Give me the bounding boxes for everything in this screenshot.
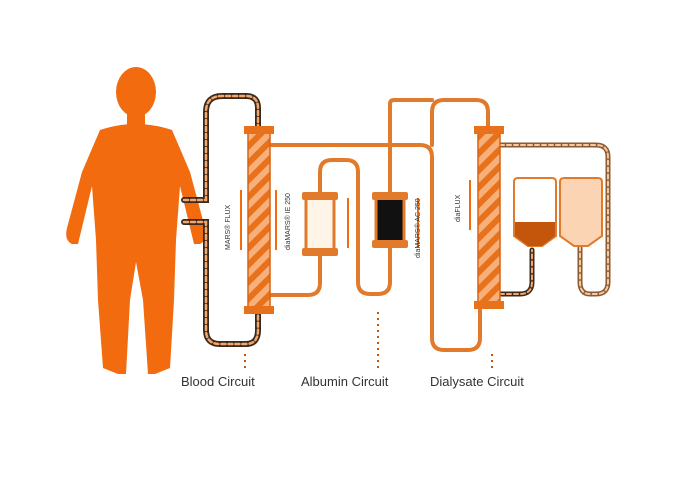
blood-tubing-dark: [181, 93, 261, 347]
diamars-ac-column: [372, 192, 408, 248]
diaflux-label: diaFLUX: [455, 194, 462, 222]
iv-bag-icon: [513, 177, 603, 247]
diamars-ac-label: diaMARS® AC 250: [414, 198, 422, 258]
mars-flux-label: MARS® FLUX: [224, 204, 232, 250]
blood-circuit-caption: Blood Circuit: [181, 374, 255, 389]
dialysate-circuit-caption: Dialysate Circuit: [430, 374, 524, 389]
diaflux-filter: [474, 126, 504, 309]
caption-leaders: [244, 312, 493, 370]
mars-flux-filter: [244, 126, 274, 314]
dialysate-tubing: [497, 142, 611, 297]
diamars-ie-column: [302, 192, 338, 256]
albumin-tubing: [268, 98, 490, 352]
diamars-ie-label: diaMARS® IE 250: [284, 193, 292, 250]
flow-indicators: [240, 180, 471, 250]
albumin-circuit-caption: Albumin Circuit: [301, 374, 389, 389]
patient-silhouette-icon: [66, 67, 206, 374]
